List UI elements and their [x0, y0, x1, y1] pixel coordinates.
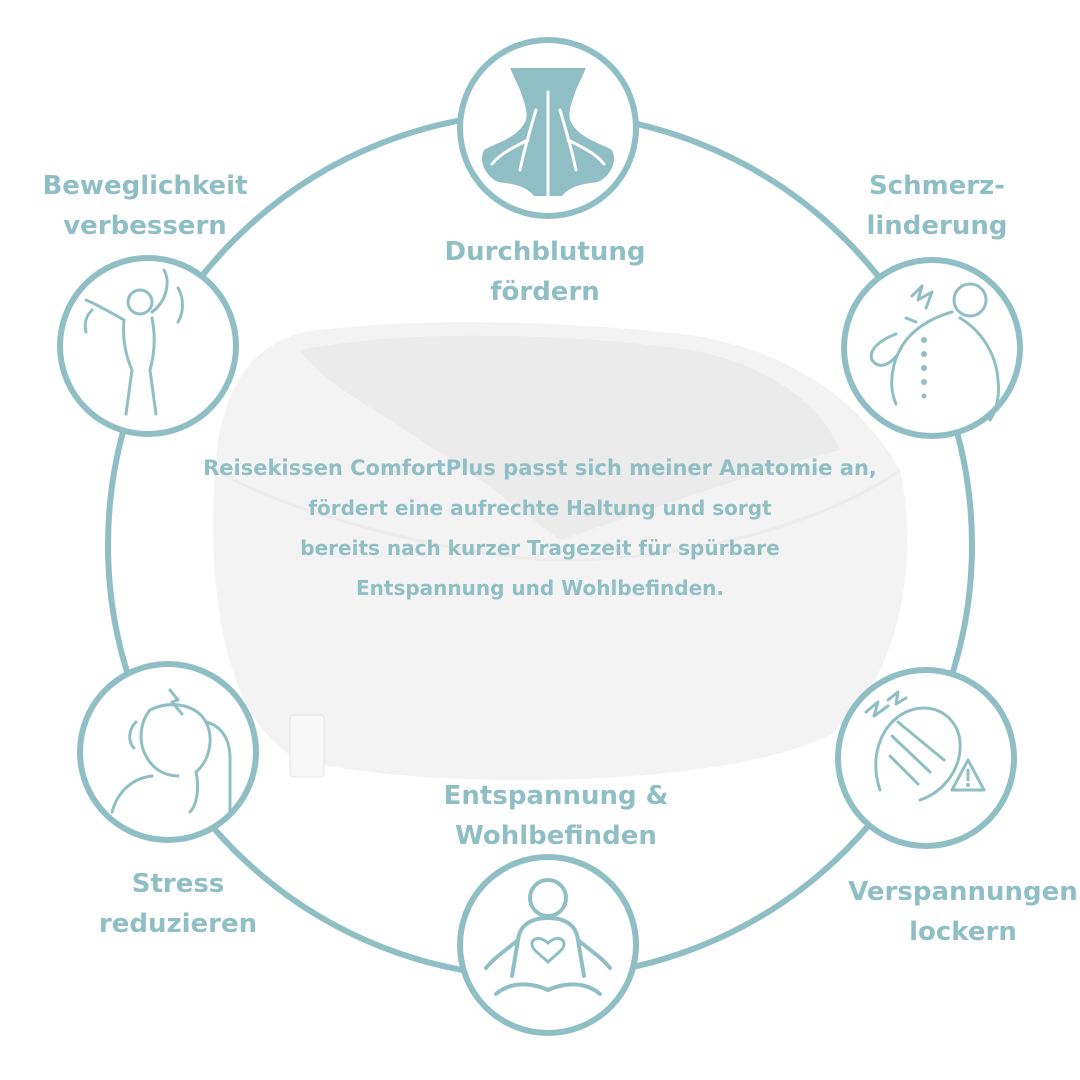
- description-line: bereits nach kurzer Tragezeit für spürba…: [300, 536, 780, 560]
- benefit-label-line: Verspannungen: [848, 877, 1078, 907]
- stretching-person-icon: [57, 255, 239, 437]
- neck-blood-vessels-icon: [457, 37, 639, 219]
- benefit-label-verspannungen: Verspannungen lockern: [848, 872, 1078, 952]
- benefit-label-schmerzlinderung: Schmerz- linderung: [862, 166, 1012, 246]
- benefit-label-line: Wohlbefinden: [455, 821, 657, 851]
- benefit-label-line: verbessern: [63, 211, 227, 241]
- muscle-tension-icon: [835, 667, 1017, 849]
- benefit-label-line: Schmerz-: [868, 171, 1006, 201]
- benefit-label-line: Durchblutung: [444, 237, 646, 267]
- headache-stress-icon: [77, 661, 259, 843]
- benefit-label-line: Stress: [131, 869, 225, 899]
- neck-pillow-image: [213, 322, 908, 781]
- meditation-heart-icon: [457, 854, 639, 1036]
- description-line: Entspannung und Wohlbefinden.: [355, 576, 724, 600]
- back-pain-icon: [841, 257, 1023, 439]
- benefit-label-stress: Stress reduzieren: [90, 864, 266, 944]
- benefit-label-entspannung: Entspannung & Wohlbefinden: [440, 776, 672, 856]
- benefit-label-line: lockern: [909, 917, 1017, 947]
- benefit-label-line: linderung: [866, 211, 1008, 241]
- benefit-label-line: fördern: [490, 277, 600, 307]
- product-description: Reisekissen ComfortPlus passt sich meine…: [140, 448, 940, 608]
- benefit-label-line: Beweglichkeit: [42, 171, 248, 201]
- benefit-label-beweglichkeit: Beweglichkeit verbessern: [36, 166, 254, 246]
- description-line: fördert eine aufrechte Haltung und sorgt: [308, 496, 772, 520]
- benefit-label-line: reduzieren: [98, 909, 258, 939]
- benefit-label-line: Entspannung &: [443, 781, 669, 811]
- benefit-label-durchblutung: Durchblutung fördern: [440, 232, 650, 312]
- description-line: Reisekissen ComfortPlus passt sich meine…: [203, 456, 877, 480]
